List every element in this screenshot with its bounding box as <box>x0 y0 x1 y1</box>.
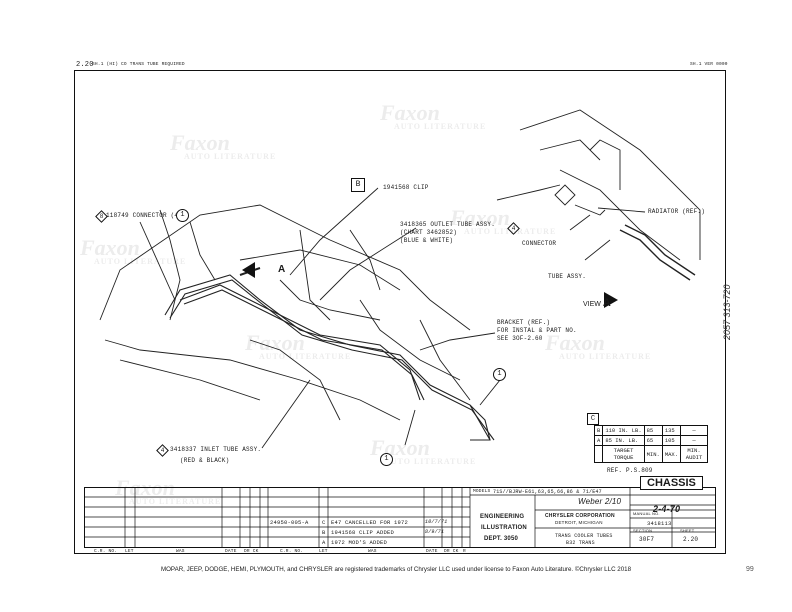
dept-label: DEPT. 3050 <box>484 536 519 542</box>
callout-1: 1 <box>380 453 393 466</box>
torque-box-c: C <box>587 413 599 425</box>
outlet-tube-colors: (BLUE & WHITE) <box>400 237 454 244</box>
revision-description: E47 CANCELLED FOR 1972 <box>331 519 409 526</box>
drawing-title: TRANS COOLER TUBES <box>555 533 613 539</box>
torque-ref-note: REF. P.S.809 <box>607 467 653 474</box>
revision-date: 8/9/71 <box>425 529 445 535</box>
drawing-date: 2-4-70 <box>653 504 681 514</box>
drawn-by: Weber 2/10 <box>578 497 622 506</box>
corp-city: DETROIT, MICHIGAN <box>555 520 603 525</box>
bracket-note: FOR INSTAL & PART NO. <box>497 327 577 334</box>
chassis-title: CHASSIS <box>640 476 703 490</box>
bracket-see: SEE 3OF-2.60 <box>497 335 543 342</box>
callout-1: 1 <box>176 209 189 222</box>
bracket-label: BRACKET (REF.) <box>497 319 551 326</box>
revision-letter: A <box>322 539 326 546</box>
revision-date: 10/7/71 <box>425 519 448 525</box>
tube-assy-label: TUBE ASSY. <box>548 273 587 280</box>
section-label: SECTION <box>633 528 653 533</box>
header-cr-no: C.R. NO. <box>94 549 118 554</box>
section-number: 30F7 <box>639 536 655 543</box>
revision-description: 1972 MOD'S ADDED <box>331 539 388 546</box>
inlet-tube-colors: (RED & BLACK) <box>180 457 230 464</box>
illustration-label: ILLUSTRATION <box>481 525 527 531</box>
sheet-label: SHEET <box>680 528 695 533</box>
revision-description: 1941568 CLIP ADDED <box>331 529 395 536</box>
sheet-number: 2.20 <box>683 536 699 543</box>
view-a-marker: A <box>278 264 286 275</box>
engineering-label: ENGINEERING <box>480 514 525 520</box>
page-number: 99 <box>746 566 754 573</box>
header-date: DATE <box>426 549 438 554</box>
models-label: MODELS <box>473 489 491 494</box>
callout-1: 1 <box>493 368 506 381</box>
header-r: R <box>463 549 466 554</box>
manual-label: MANUAL NO. <box>633 511 660 516</box>
header-was: WAS <box>368 549 377 554</box>
header-right-note: SH.1 VER 0000 <box>690 62 728 67</box>
header-note: SH.1 (HI) CO TRANS TUBE REQUIRED <box>92 62 185 67</box>
corp-name: CHRYSLER CORPORATION <box>545 513 615 519</box>
outlet-tube-label: 3418365 OUTLET TUBE ASSY. <box>400 221 496 228</box>
header-cr-no: C.R. NO. <box>280 549 304 554</box>
table-row: TARGET TORQUE MIN. MAX. MIN. AUDIT <box>593 445 709 463</box>
radiator-label: RADIATOR (REF.) <box>648 208 706 215</box>
header-ltr: LET <box>125 549 134 554</box>
drawing-frame <box>74 70 726 554</box>
header-was: WAS <box>176 549 185 554</box>
inlet-tube-label: 3418337 INLET TUBE ASSY. <box>170 446 262 453</box>
revision-letter: C <box>322 519 326 526</box>
manual-number: 3418113 <box>647 520 672 527</box>
connector-part-label: 118749 CONNECTOR (4) <box>106 212 183 219</box>
revision-cr-number: 24950-005-A <box>270 519 309 526</box>
table-cell <box>593 445 604 463</box>
header-drck: DR CK <box>444 549 459 554</box>
revision-letter: B <box>322 529 326 536</box>
clip-part-label: 1941568 CLIP <box>383 184 429 191</box>
view-b-box: B <box>351 178 365 192</box>
trademark-footer: MOPAR, JEEP, DODGE, HEMI, PLYMOUTH, and … <box>160 566 632 573</box>
connector-label: CONNECTOR <box>522 240 557 247</box>
header-ltr: LET <box>319 549 328 554</box>
table-row: B 110 IN. LB. 85 135 — <box>593 425 709 436</box>
view-a-caption: VIEW A <box>583 297 611 309</box>
table-row: A 85 IN. LB. 65 105 — <box>593 435 709 446</box>
header-date: DATE <box>225 549 237 554</box>
header-drck: DR CK <box>244 549 259 554</box>
page-section-number: 2.20 <box>76 61 94 69</box>
table-cell: MIN. AUDIT <box>680 445 709 463</box>
models-value: 71S//BJRW-E61,63,65,66,86 & 71/E47 <box>493 489 602 495</box>
table-cell: MAX. <box>661 445 682 463</box>
drawing-subtitle: B32 TRANS <box>566 540 595 546</box>
title-block <box>84 487 716 548</box>
outlet-tube-chart: (CHART 3462852) <box>400 229 458 236</box>
torque-table: B 110 IN. LB. 85 135 — A 85 IN. LB. 65 1… <box>593 425 709 463</box>
